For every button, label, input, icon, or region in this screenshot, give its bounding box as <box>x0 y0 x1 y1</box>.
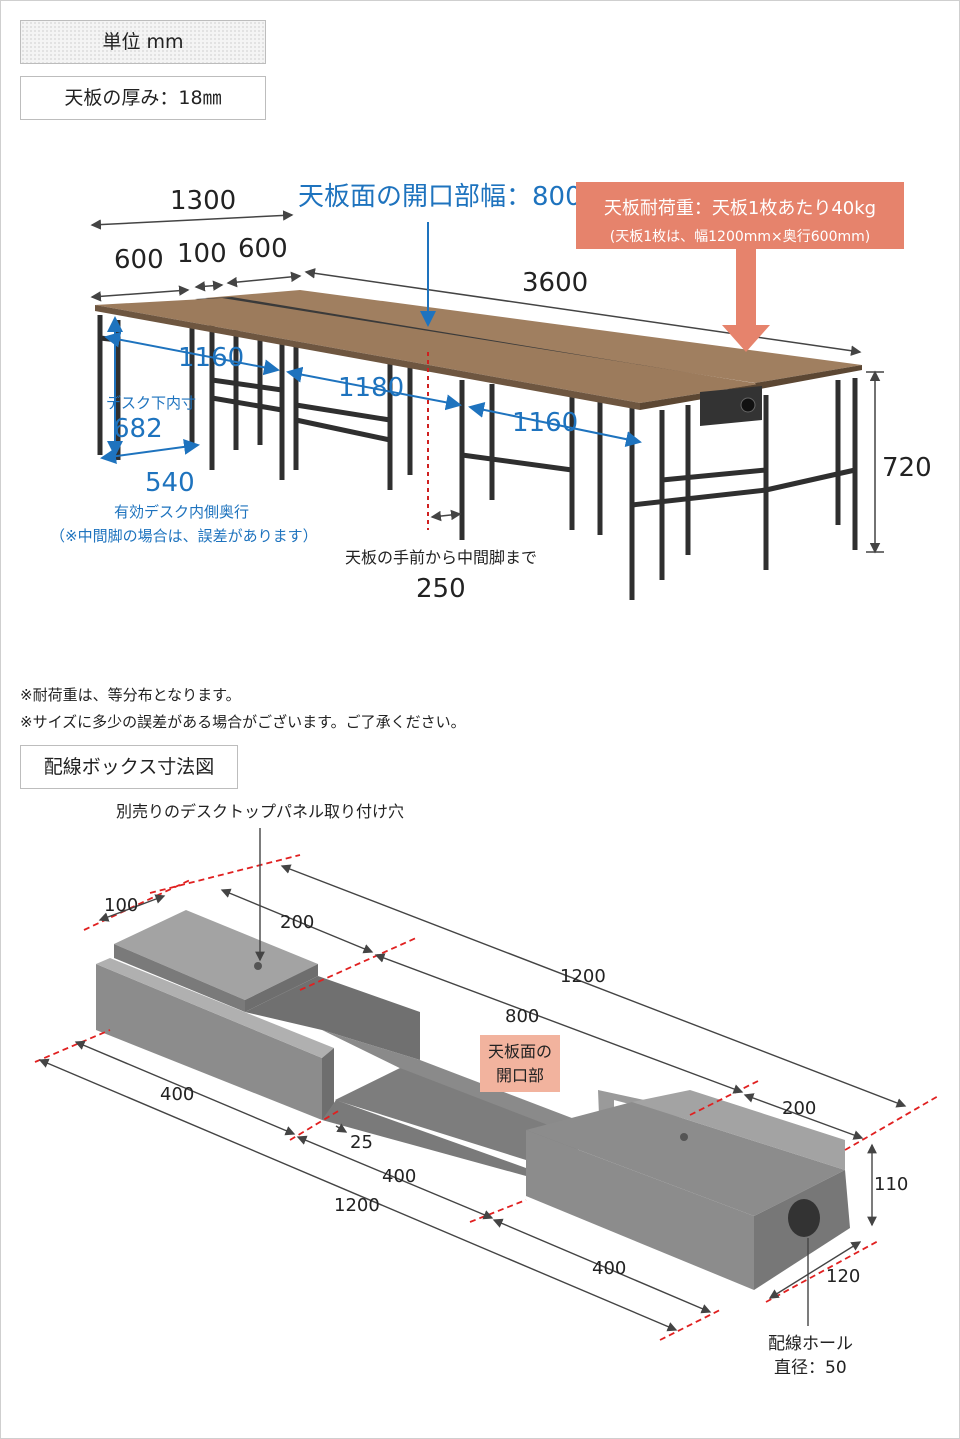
dim-720: 720 <box>882 453 932 483</box>
wb-dim-110: 110 <box>874 1174 909 1195</box>
panel-hole-label: 別売りのデスクトップパネル取り付け穴 <box>116 802 405 821</box>
opening-label-line1: 天板面の <box>487 1042 552 1061</box>
wb-dim-800: 800 <box>505 1006 540 1027</box>
note-load: ※耐荷重は、等分布となります。 <box>20 686 241 704</box>
depth-label: 有効デスク内側奥行 <box>114 503 250 521</box>
load-arrow <box>736 249 756 325</box>
mid-leg-value: 250 <box>416 574 466 604</box>
wb-dim-200-b: 200 <box>782 1098 817 1119</box>
under-desk-label: デスク下内寸 <box>106 394 197 412</box>
depth-value: 540 <box>145 468 195 498</box>
wb-dim-120: 120 <box>826 1266 861 1287</box>
note-tolerance: ※サイズに多少の誤差がある場合がございます。ご了承ください。 <box>20 713 466 731</box>
wiring-hole <box>788 1199 820 1237</box>
hole-diameter: 直径：50 <box>774 1358 847 1378</box>
load-capacity-box: 天板耐荷重：天板1枚あたり40kg (天板1枚は、幅1200mm×奥行600mm… <box>576 182 904 249</box>
box-left-top <box>114 910 318 1000</box>
dim-600-right: 600 <box>238 234 288 264</box>
depth-note: （※中間脚の場合は、誤差があります） <box>50 527 318 545</box>
top-thickness-label: 天板の厚み：18㎜ <box>20 76 266 120</box>
wb-dim-100: 100 <box>104 895 139 916</box>
wiring-box-title: 配線ボックス寸法図 <box>20 745 238 789</box>
hole-label: 配線ホール <box>768 1334 853 1354</box>
under-desk-value: 682 <box>113 414 163 444</box>
opening-label-line2: 開口部 <box>495 1066 544 1085</box>
dim-1160-a: 1160 <box>178 343 245 373</box>
dim-1180: 1180 <box>338 373 405 403</box>
box-right-top <box>632 1090 845 1170</box>
wb-dim-400-b: 400 <box>382 1166 417 1187</box>
load-subtitle: (天板1枚は、幅1200mm×奥行600mm) <box>609 229 871 245</box>
dim-100: 100 <box>177 239 227 269</box>
wb-dim-25: 25 <box>350 1132 373 1153</box>
wb-dim-1200-bottom: 1200 <box>334 1195 380 1216</box>
dim-600-left: 600 <box>114 245 164 275</box>
opening-label-box: 天板面の 開口部 <box>480 1035 560 1092</box>
mid-leg-label: 天板の手前から中間脚まで <box>345 548 538 567</box>
unit-label: 単位 mm <box>20 20 266 64</box>
wb-dim-200-a: 200 <box>280 912 315 933</box>
dim-3600: 3600 <box>522 268 589 298</box>
desk-illustration <box>90 210 884 600</box>
dim-1300: 1300 <box>170 186 237 216</box>
wb-dim-400-a: 400 <box>160 1084 195 1105</box>
wb-dim-1200-top: 1200 <box>560 966 606 987</box>
dim-1160-b: 1160 <box>512 408 579 438</box>
wb-dim-400-c: 400 <box>592 1258 627 1279</box>
desk-wiring-box <box>700 386 762 426</box>
opening-width-label: 天板面の開口部幅：800 <box>298 182 582 212</box>
load-title: 天板耐荷重：天板1枚あたり40kg <box>603 198 877 219</box>
